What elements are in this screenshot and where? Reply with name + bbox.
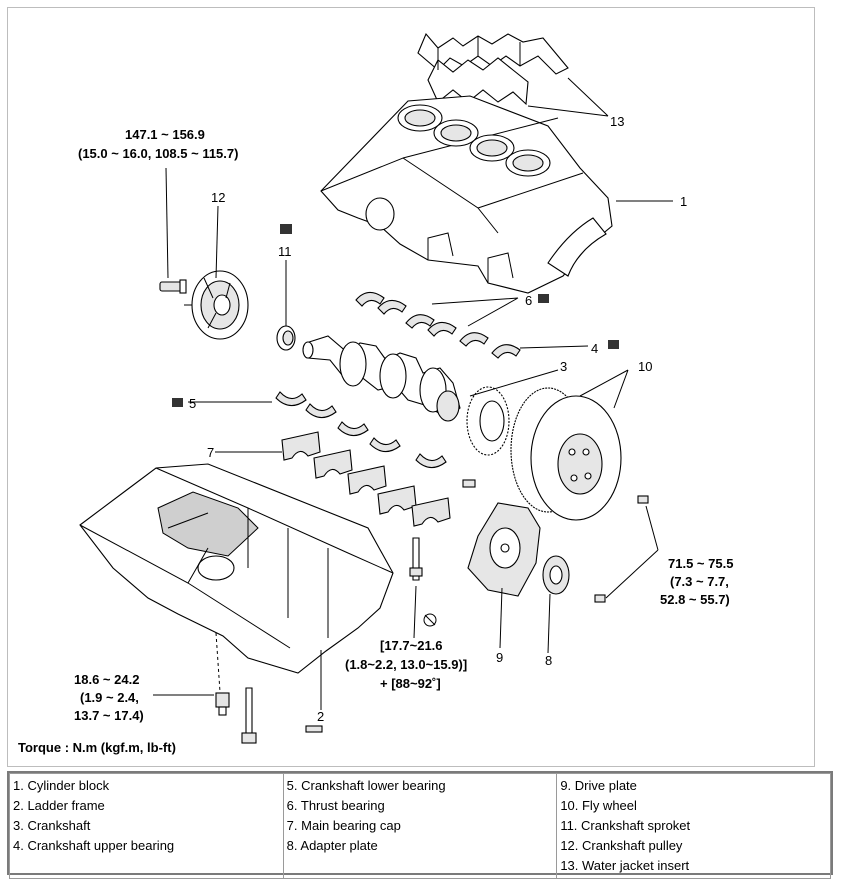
callout-3: 3: [560, 359, 567, 374]
parts-legend: 1. Cylinder block 2. Ladder frame 3. Cra…: [7, 771, 833, 879]
adapter-plate-drawing: [542, 555, 570, 595]
legend-item: 2. Ladder frame: [13, 798, 105, 813]
legend-item: 6. Thrust bearing: [286, 798, 385, 813]
torque-flywheel-line2: (7.3 ~ 7.7,: [670, 574, 729, 589]
callout-9: 9: [496, 650, 503, 665]
torque-pulley-line1: 147.1 ~ 156.9: [125, 127, 205, 142]
legend-item: 4. Crankshaft upper bearing: [13, 838, 175, 853]
flywheel-drawing: [510, 387, 622, 521]
callout-11: 11: [278, 244, 292, 259]
legend-column-1: 1. Cylinder block 2. Ladder frame 3. Cra…: [9, 773, 284, 879]
callout-5: 5: [189, 396, 196, 411]
callout-13: 13: [610, 114, 624, 129]
crankshaft-pulley-drawing: [159, 270, 249, 340]
callout-6: 6: [525, 293, 532, 308]
torque-cap-line1: [17.7~21.6: [380, 638, 443, 653]
lubricate-icons: [172, 224, 619, 407]
callout-12: 12: [211, 190, 225, 205]
main-bearing-caps-drawing: [281, 431, 451, 527]
torque-ladder-line3: 13.7 ~ 17.4): [74, 708, 144, 723]
legend-item: 3. Crankshaft: [13, 818, 91, 833]
legend-table: 1. Cylinder block 2. Ladder frame 3. Cra…: [9, 773, 831, 879]
cylinder-block-drawing: [320, 95, 613, 294]
torque-cap-line3: + [88~92˚]: [380, 676, 441, 691]
torque-ladder-line2: (1.9 ~ 2.4,: [80, 690, 139, 705]
legend-item: 5. Crankshaft lower bearing: [286, 778, 446, 793]
torque-flywheel-line3: 52.8 ~ 55.7): [660, 592, 730, 607]
bolts-drawing: [215, 479, 649, 744]
callout-7: 7: [207, 445, 214, 460]
legend-column-2: 5. Crankshaft lower bearing 6. Thrust be…: [282, 773, 558, 879]
torque-flywheel-line1: 71.5 ~ 75.5: [668, 556, 733, 571]
ladder-frame-drawing: [79, 463, 394, 674]
lower-bearings-drawing: [275, 391, 447, 469]
callout-8: 8: [545, 653, 552, 668]
legend-item: 10. Fly wheel: [560, 798, 637, 813]
leader-lines: [153, 77, 673, 710]
reluctor-wheel-drawing: [466, 386, 510, 456]
legend-item: 11. Crankshaft sproket: [560, 818, 691, 833]
crankshaft-sprocket-drawing: [276, 325, 296, 351]
upper-bearings-drawing: [355, 291, 521, 359]
legend-item: 12. Crankshaft pulley: [560, 838, 683, 853]
callout-4: 4: [591, 341, 598, 356]
legend-column-3: 9. Drive plate 10. Fly wheel 11. Cranksh…: [556, 773, 831, 879]
torque-unit-note: Torque : N.m (kgf.m, lb-ft): [18, 740, 176, 755]
crankshaft-drawing: [302, 335, 461, 422]
torque-cap-line2: (1.8~2.2, 13.0~15.9)]: [345, 657, 467, 672]
drive-plate-drawing: [467, 502, 541, 597]
legend-item: 13. Water jacket insert: [560, 858, 690, 873]
exploded-diagram: 1 2 3 4 5 6 7 8 9 10 11 12 13 147.1 ~ 15…: [7, 7, 815, 767]
diagram-canvas: 1 2 3 4 5 6 7 8 9 10 11 12 13 147.1 ~ 15…: [18, 32, 733, 755]
water-jacket-insert-drawing: [417, 32, 569, 106]
callout-1: 1: [680, 194, 687, 209]
legend-item: 1. Cylinder block: [13, 778, 110, 793]
legend-item: 8. Adapter plate: [286, 838, 378, 853]
torque-pulley-line2: (15.0 ~ 16.0, 108.5 ~ 115.7): [78, 146, 238, 161]
legend-item: 7. Main bearing cap: [286, 818, 401, 833]
callout-2: 2: [317, 709, 324, 724]
callout-10: 10: [638, 359, 652, 374]
legend-item: 9. Drive plate: [560, 778, 637, 793]
torque-ladder-line1: 18.6 ~ 24.2: [74, 672, 139, 687]
